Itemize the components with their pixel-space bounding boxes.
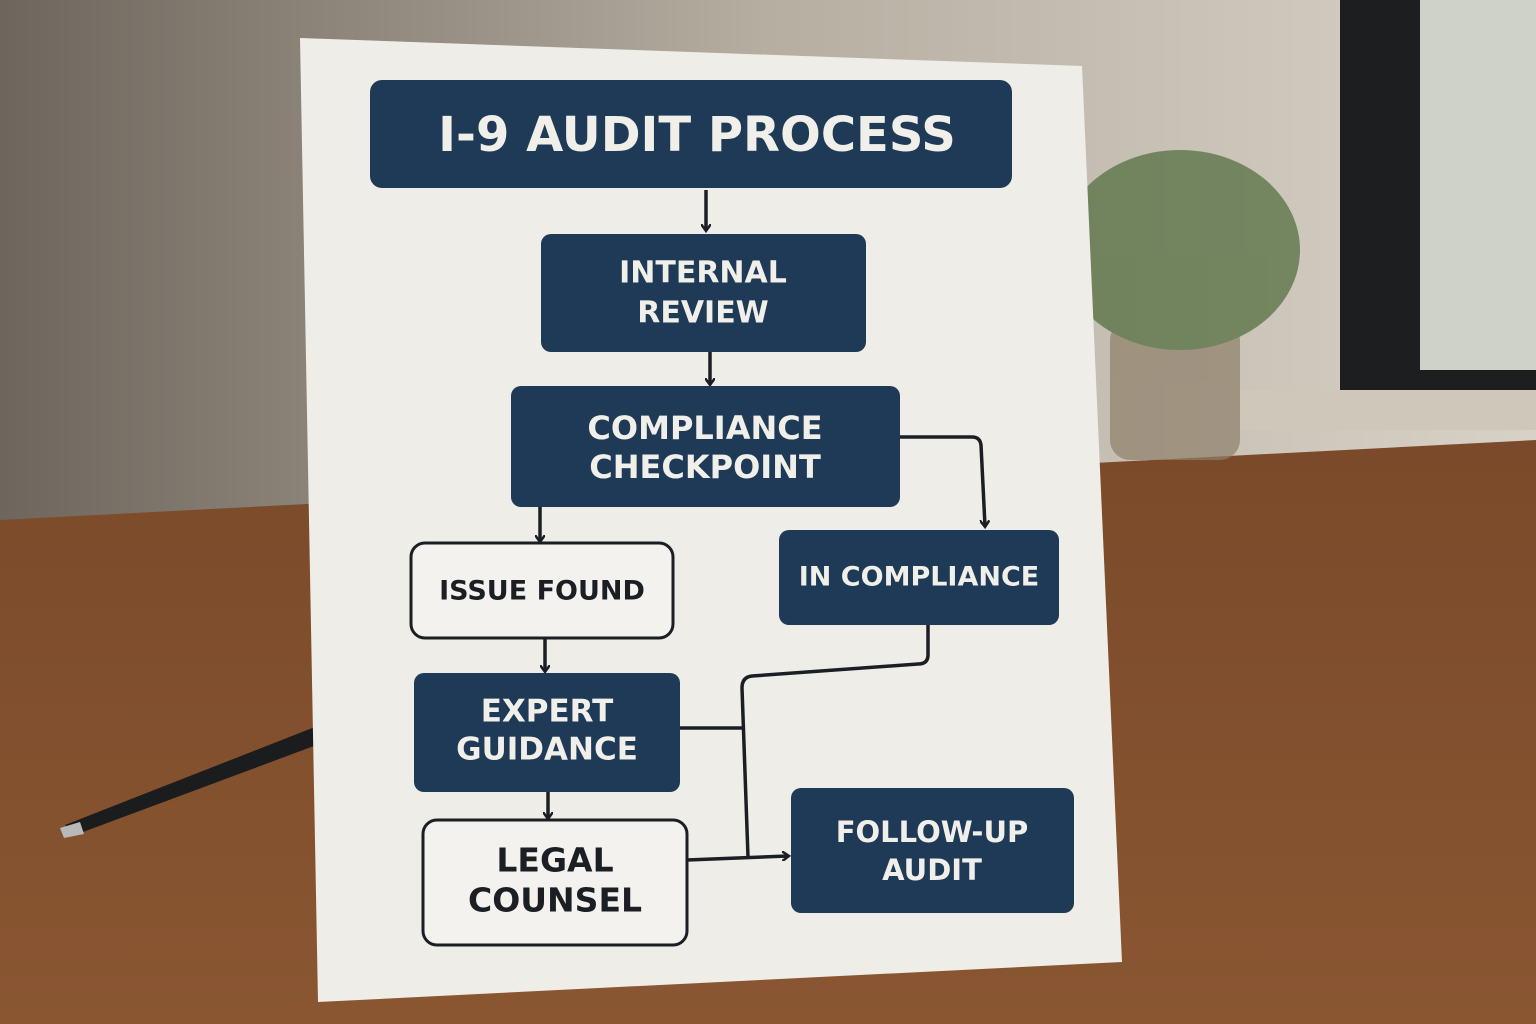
- node-label-line: AUDIT: [882, 853, 982, 887]
- plant: [1060, 150, 1300, 460]
- node-label-line: REVIEW: [637, 296, 769, 331]
- window-sill: [1240, 390, 1536, 430]
- node-label-line: GUIDANCE: [456, 732, 638, 768]
- node-compliance-checkpoint: COMPLIANCE CHECKPOINT: [511, 386, 900, 507]
- node-label-line: COMPLIANCE: [587, 409, 822, 447]
- arrow-to-follow-up-audit: [686, 856, 788, 862]
- node-label-line: COUNSEL: [468, 881, 642, 920]
- line-in-compliance-to-trunk: [740, 625, 930, 858]
- pen: [60, 725, 330, 838]
- node-issue-found: ISSUE FOUND: [409, 541, 675, 640]
- node-in-compliance: IN COMPLIANCE: [779, 530, 1059, 625]
- arrow-checkpoint-to-in-compliance: [900, 435, 985, 526]
- node-legal-counsel: LEGAL COUNSEL: [421, 818, 689, 947]
- node-label: IN COMPLIANCE: [799, 562, 1039, 593]
- window-pane: [1420, 0, 1536, 370]
- node-follow-up-audit: FOLLOW-UP AUDIT: [791, 788, 1074, 913]
- node-label-line: CHECKPOINT: [589, 448, 821, 486]
- node-label-line: EXPERT: [481, 694, 614, 730]
- diagram-title: I-9 AUDIT PROCESS: [438, 107, 956, 163]
- node-label: ISSUE FOUND: [439, 576, 645, 607]
- node-label-line: LEGAL: [496, 841, 613, 880]
- node-label-line: FOLLOW-UP: [836, 815, 1029, 849]
- connectors: [540, 190, 985, 862]
- title-box: I-9 AUDIT PROCESS: [370, 80, 1012, 188]
- node-expert-guidance: EXPERT GUIDANCE: [414, 673, 680, 792]
- node-internal-review: INTERNAL REVIEW: [541, 234, 866, 352]
- node-label-line: INTERNAL: [619, 256, 787, 291]
